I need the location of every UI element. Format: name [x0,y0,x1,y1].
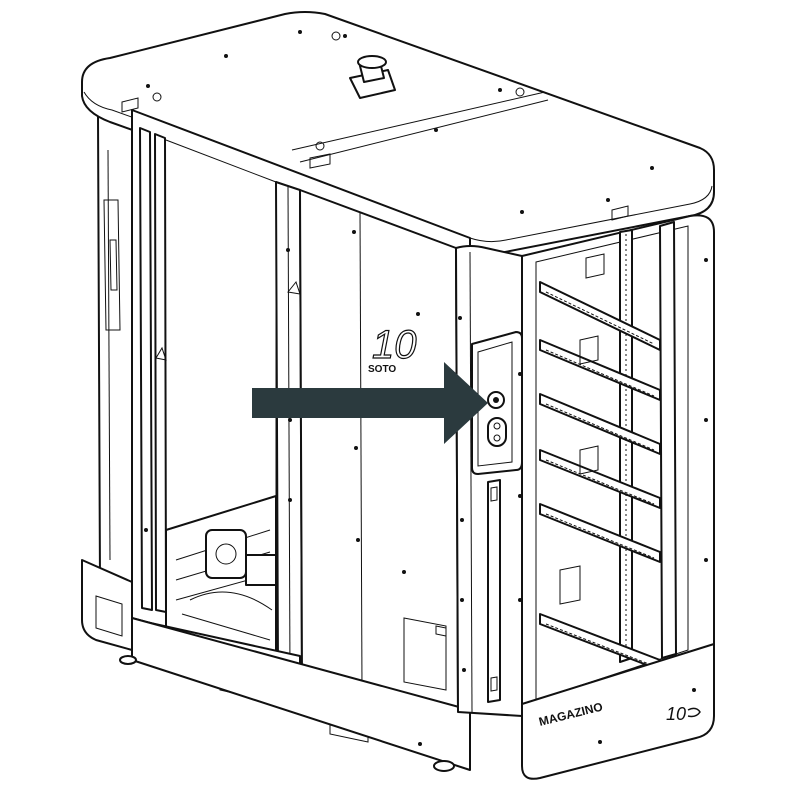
shelf-2 [539,339,661,401]
long-handle[interactable] [487,479,501,703]
front-brand-label: SOTO [368,364,396,375]
front-number-label: 10 [372,323,417,367]
base-number-label: 10 [666,704,686,724]
handle-knobs[interactable] [487,417,507,447]
base [81,559,471,772]
door-panel: 10 SOTO [299,189,459,743]
shelf-1 [539,281,661,351]
top-lid [81,11,715,255]
shelf-3 [539,393,661,455]
direction-arrow [252,362,488,444]
shelf-4 [539,449,661,509]
cup-icon [687,707,701,718]
shelf-5 [539,503,661,563]
door-handle [471,331,523,703]
bolts [144,230,708,746]
